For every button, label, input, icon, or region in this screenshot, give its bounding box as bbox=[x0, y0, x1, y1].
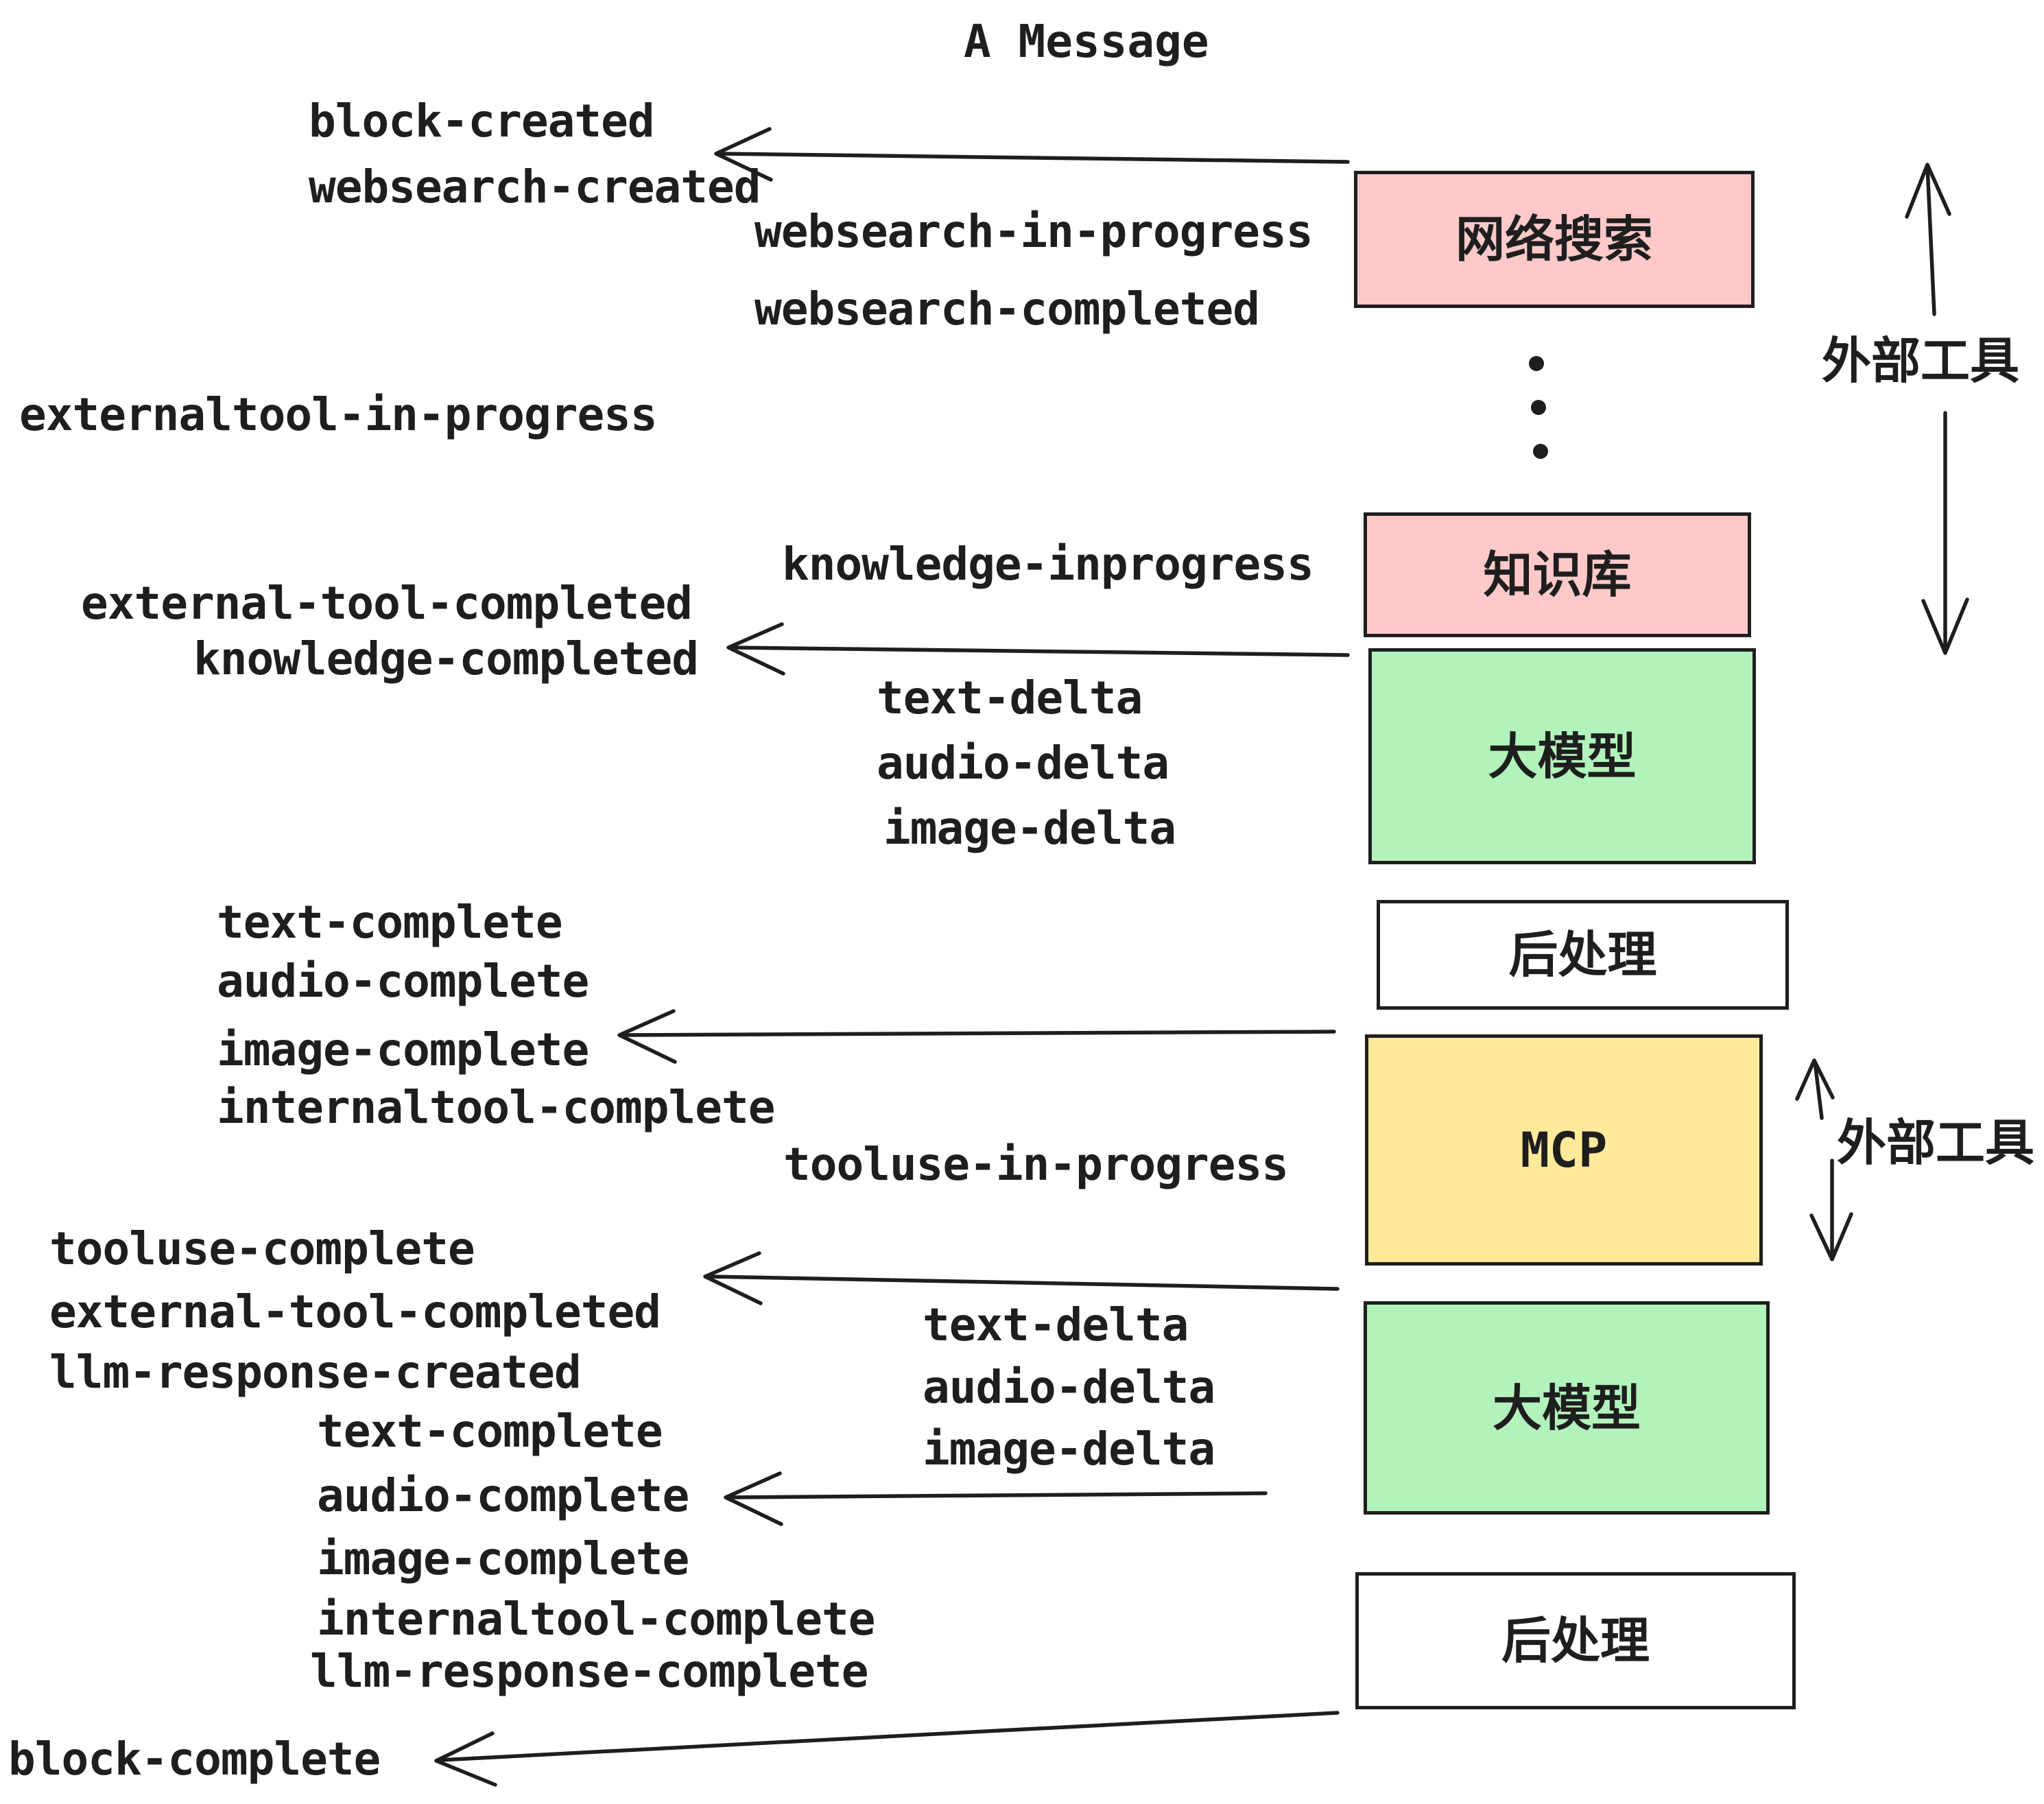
box-knowledge: 知识库 bbox=[1364, 512, 1751, 637]
box-postprocess-2: 后处理 bbox=[1355, 1572, 1796, 1709]
event-text-complete-1: text-complete bbox=[217, 896, 563, 949]
box-mcp: MCP bbox=[1365, 1034, 1763, 1266]
box-knowledge-label: 知识库 bbox=[1483, 546, 1632, 604]
event-knowledge-completed: knowledge-completed bbox=[193, 632, 699, 685]
event-text-delta-2: text-delta bbox=[923, 1298, 1189, 1351]
box-websearch: 网络搜索 bbox=[1354, 171, 1755, 308]
arrow-websearch-created bbox=[714, 127, 1350, 182]
event-websearch-in-progress: websearch-in-progress bbox=[754, 205, 1313, 258]
box-websearch-label: 网络搜索 bbox=[1455, 211, 1653, 268]
box-llm-2-label: 大模型 bbox=[1492, 1379, 1641, 1437]
event-audio-delta-2: audio-delta bbox=[923, 1361, 1215, 1414]
event-text-delta-1: text-delta bbox=[877, 672, 1143, 724]
arrow-external-tools-top bbox=[1905, 163, 1969, 655]
event-internaltool-complete-2: internaltool-complete bbox=[317, 1593, 875, 1646]
event-tooluse-complete: tooluse-complete bbox=[49, 1222, 475, 1275]
external-tools-label-mid: 外部工具 bbox=[1837, 1114, 2035, 1172]
arrow-tooluse-complete bbox=[703, 1251, 1340, 1305]
event-text-complete-2: text-complete bbox=[317, 1405, 663, 1458]
event-image-complete-2: image-complete bbox=[317, 1532, 689, 1585]
event-websearch-created: websearch-created bbox=[309, 161, 761, 213]
event-tooluse-in-progress: tooluse-in-progress bbox=[783, 1138, 1289, 1191]
event-websearch-completed: websearch-completed bbox=[754, 283, 1260, 335]
box-llm-1: 大模型 bbox=[1368, 648, 1756, 864]
event-image-complete-1: image-complete bbox=[217, 1023, 589, 1076]
box-postprocess-1-label: 后处理 bbox=[1508, 926, 1657, 984]
arrow-image-complete bbox=[617, 1009, 1336, 1064]
event-block-created: block-created bbox=[309, 95, 655, 147]
arrow-audio-complete bbox=[724, 1471, 1268, 1526]
event-external-tool-completed-2: external-tool-completed bbox=[49, 1285, 661, 1338]
arrow-knowledge-completed bbox=[726, 622, 1350, 676]
event-knowledge-inprogress: knowledge-inprogress bbox=[782, 538, 1314, 591]
external-tools-label-top: 外部工具 bbox=[1822, 332, 2020, 390]
event-audio-complete-2: audio-complete bbox=[317, 1469, 689, 1522]
event-image-delta-1: image-delta bbox=[883, 802, 1176, 855]
event-audio-delta-1: audio-delta bbox=[877, 737, 1169, 790]
box-mcp-label: MCP bbox=[1520, 1121, 1608, 1178]
box-llm-2: 大模型 bbox=[1364, 1301, 1770, 1515]
event-internaltool-complete-1: internaltool-complete bbox=[217, 1081, 775, 1134]
event-llm-response-complete: llm-response-complete bbox=[310, 1645, 868, 1698]
event-image-delta-2: image-delta bbox=[923, 1423, 1215, 1475]
ellipsis-dots bbox=[1529, 356, 1548, 459]
box-postprocess-1: 后处理 bbox=[1377, 900, 1789, 1010]
arrow-block-complete bbox=[434, 1711, 1340, 1787]
event-external-tool-completed-1: external-tool-completed bbox=[81, 577, 693, 630]
diagram-title: A Message bbox=[964, 15, 1209, 68]
box-llm-1-label: 大模型 bbox=[1488, 727, 1637, 785]
box-postprocess-2-label: 后处理 bbox=[1501, 1612, 1650, 1670]
event-externaltool-in-progress: externaltool-in-progress bbox=[19, 388, 658, 441]
event-llm-response-created: llm-response-created bbox=[49, 1346, 582, 1399]
event-audio-complete-1: audio-complete bbox=[217, 955, 589, 1008]
event-block-complete: block-complete bbox=[8, 1733, 381, 1785]
